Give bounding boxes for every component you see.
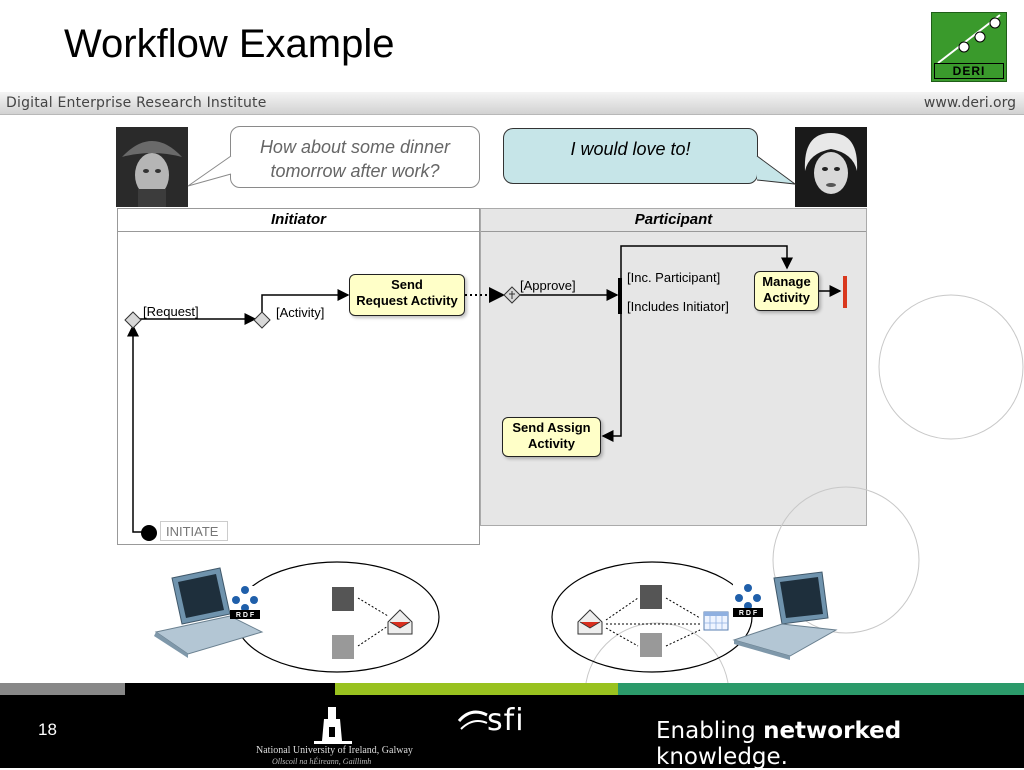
initiator-bubble-line2: tomorrow after work?: [270, 161, 440, 181]
initiator-bubble-line1: How about some dinner: [259, 137, 451, 157]
tagline-bold: networked: [763, 718, 902, 744]
rdf-icon: R D F: [230, 586, 260, 619]
inc-participant-label: [Inc. Participant]: [627, 270, 721, 285]
envelope-icon: [387, 609, 413, 635]
tagline-post: knowledge.: [656, 744, 788, 770]
page-number: 18: [38, 720, 57, 739]
rdf-label: R D F: [739, 610, 758, 617]
nuig-crest-icon: [314, 707, 352, 744]
header-band: [0, 92, 1024, 115]
website-url: www.deri.org: [923, 95, 1016, 111]
initiate-label: INITIATE: [160, 521, 228, 541]
approve-label: [Approve]: [520, 278, 576, 293]
initiator-portrait: [116, 127, 188, 207]
manage-activity: Manage Activity: [754, 271, 819, 311]
participant-portrait: [795, 127, 867, 207]
send-request-line2: Request Activity: [356, 293, 458, 308]
initiate-start-node: [141, 525, 157, 541]
initiator-thumb-avatar: [640, 585, 662, 609]
nuig-name: National University of Ireland, Galway: [256, 745, 413, 756]
participant-system-illustration: R D F: [551, 561, 838, 673]
footer-bar: [0, 695, 1024, 768]
deri-logo: DERI: [931, 12, 1007, 82]
nuig-name-irish: Ollscoil na hÉireann, Gaillimh: [272, 757, 372, 766]
calendar-icon: [703, 611, 729, 631]
rdf-icon: R D F: [733, 584, 763, 617]
send-assign-line2: Activity: [528, 436, 575, 451]
slide-title: Workflow Example: [64, 22, 395, 66]
manage-activity-line1: Manage: [762, 274, 811, 289]
initiator-speech-bubble: How about some dinner tomorrow after wor…: [230, 126, 480, 188]
initiator-thumb-avatar: [332, 587, 354, 611]
send-request-line1: Send: [391, 277, 423, 292]
deri-dots-icon: [937, 14, 1001, 64]
laptop-icon: [732, 571, 838, 660]
request-label: [Request]: [143, 304, 199, 319]
send-assign-activity: Send Assign Activity: [502, 417, 601, 457]
initiator-lane: Initiator: [117, 208, 480, 545]
request-gateway-diamond: [124, 311, 142, 329]
activity-label: [Activity]: [276, 305, 325, 320]
footer-color-stripe: [0, 683, 1024, 695]
laptop-icon: [154, 567, 264, 658]
sfi-logo-text: sfi: [487, 703, 525, 738]
initiator-bubble-tail: [187, 155, 232, 187]
initiator-lane-header: Initiator: [118, 209, 479, 232]
rdf-label: R D F: [236, 612, 255, 619]
sfi-swoosh-icon: [457, 710, 488, 730]
tagline-pre: Enabling: [656, 718, 764, 744]
participant-lane-header: Participant: [481, 209, 866, 232]
deri-logo-text: DERI: [934, 63, 1004, 79]
participant-bubble-tail: [756, 155, 797, 185]
initiator-system-illustration: R D F: [154, 561, 440, 673]
stop-marker: [843, 276, 847, 308]
participant-thumb-avatar: [332, 635, 354, 659]
send-request-activity: Send Request Activity: [349, 274, 465, 316]
includes-initiator-label: [Includes Initiator]: [627, 299, 729, 314]
tagline: Enabling networked knowledge.: [656, 718, 1024, 770]
institute-name: Digital Enterprise Research Institute: [6, 95, 267, 111]
send-assign-line1: Send Assign: [512, 420, 591, 435]
approve-gateway-diamond: [503, 286, 521, 304]
participant-lane: Participant: [480, 208, 867, 526]
manage-activity-line2: Activity: [763, 290, 810, 305]
participant-bubble-text: I would love to!: [570, 139, 691, 159]
participant-thumb-avatar: [640, 633, 662, 657]
envelope-icon: [577, 609, 603, 635]
activity-gateway-diamond: [253, 311, 271, 329]
fork-bar: [618, 278, 622, 314]
